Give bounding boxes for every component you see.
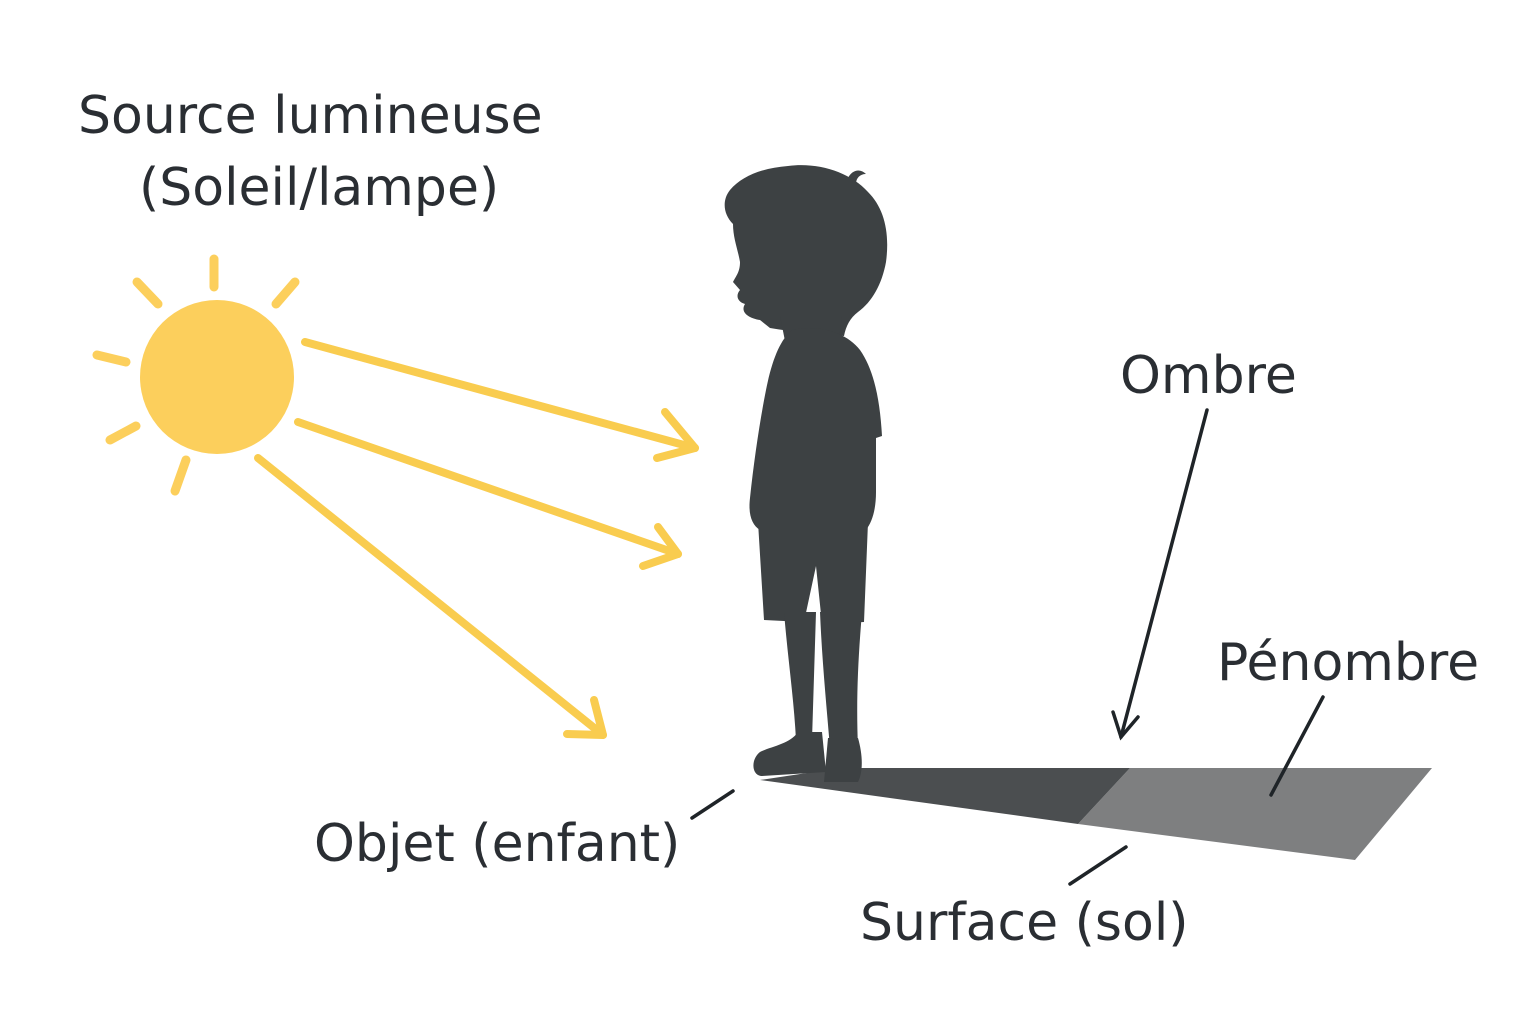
child-leg-back [784,612,816,740]
pointer-lines [690,408,1325,886]
ground-shadow [760,768,1432,860]
ombre-label: Ombre [1120,346,1297,406]
child-foot-front [824,738,862,782]
sun-rays-short [92,254,300,496]
child-hair-tuft [848,170,866,184]
objet-pointer-line [690,789,735,820]
light-ray-bottom [254,454,607,739]
child-leg-front [820,612,862,748]
penumbra-region [1078,768,1432,860]
child-head [724,165,888,336]
penombre-pointer-line [1269,695,1325,797]
child-torso [749,328,882,530]
child-shorts [758,522,868,624]
light-ray-middle [294,418,682,570]
source-title-line1: Source lumineuse [78,86,543,146]
source-title-line2: (Soleil/lampe) [139,158,499,218]
child-silhouette-icon [724,165,888,782]
sun-disc [140,300,294,454]
light-ray-top [301,338,699,462]
sun-icon [92,254,300,496]
penombre-label: Pénombre [1217,633,1479,693]
objet-label: Objet (enfant) [314,814,680,874]
surface-label: Surface (sol) [860,893,1189,953]
child-foot-back [753,732,826,776]
surface-pointer-line [1068,845,1128,886]
umbra-region [760,768,1130,824]
light-rays [254,338,699,739]
ombre-pointer-arrow [1111,408,1209,741]
